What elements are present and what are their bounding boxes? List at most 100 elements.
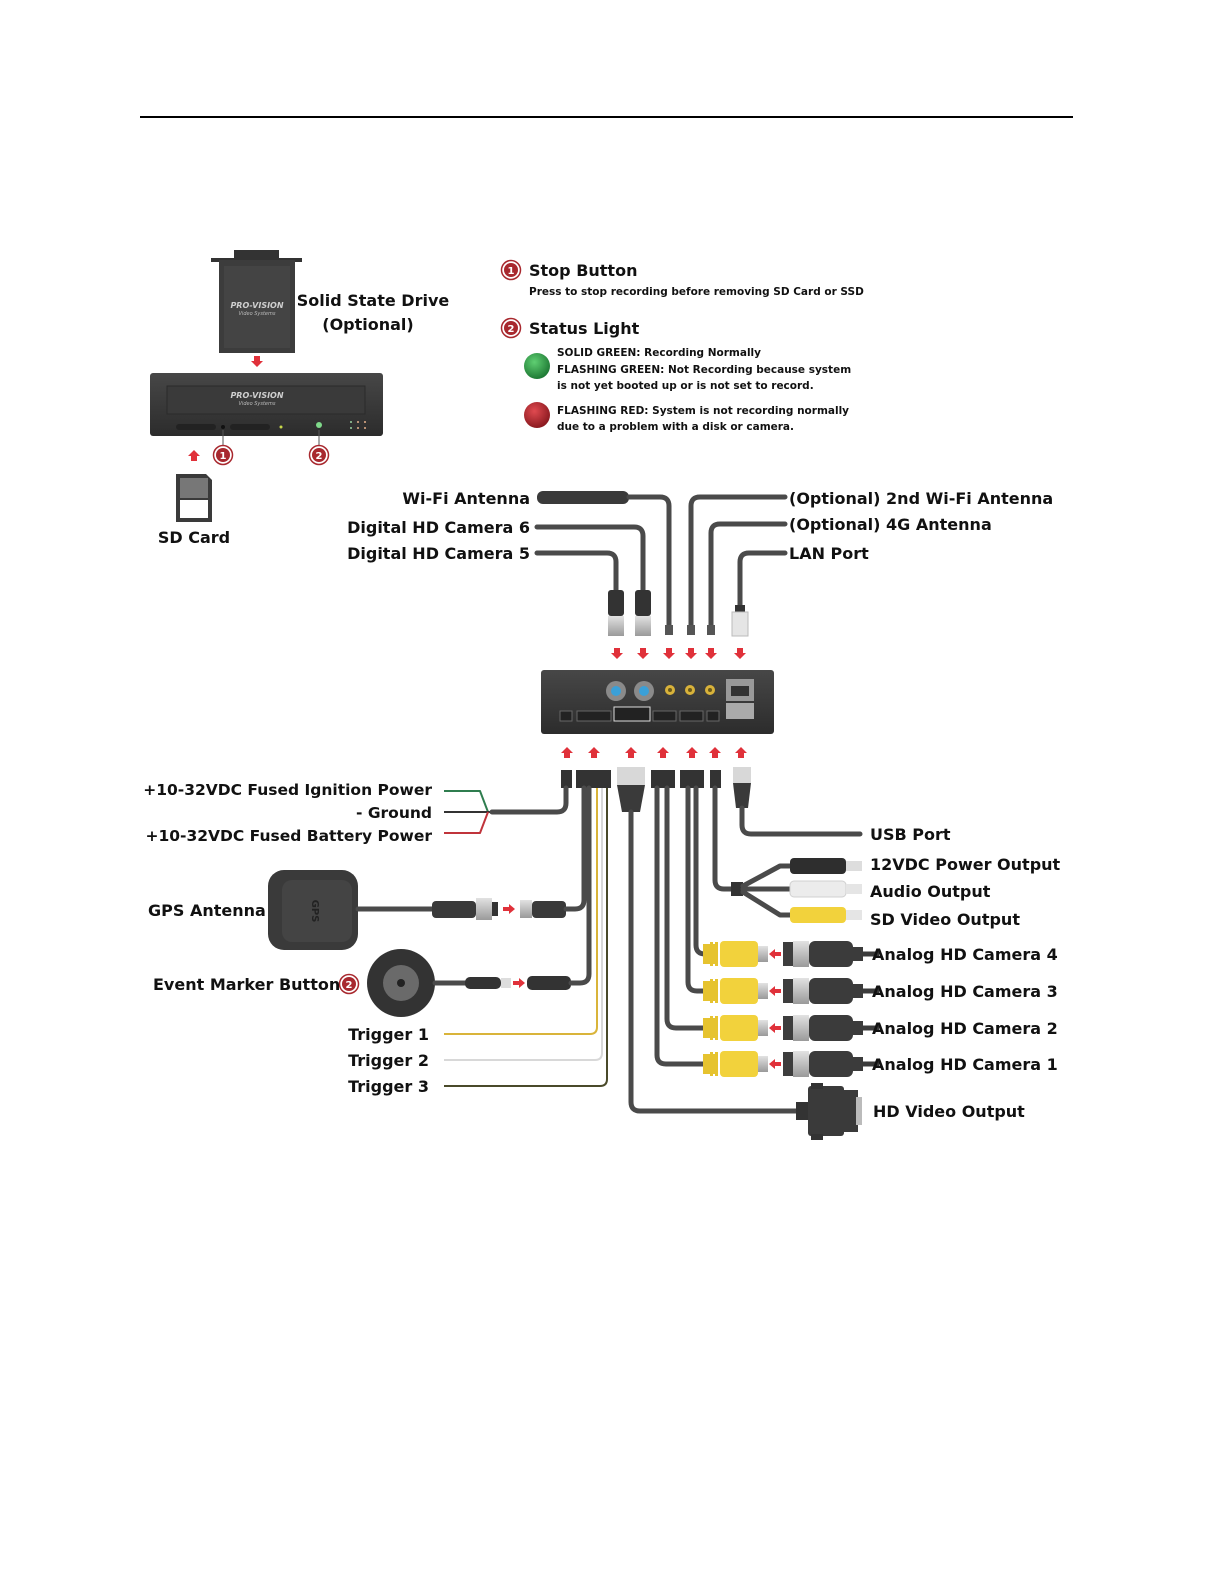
arrow-down-icon xyxy=(663,648,675,659)
analog-camera-1-label: Analog HD Camera 1 xyxy=(872,1055,1058,1074)
svg-text:1: 1 xyxy=(508,266,515,277)
solid-green-text: SOLID GREEN: Recording Normally xyxy=(557,347,761,359)
arrow-up-icon xyxy=(686,747,698,758)
wifi-antenna-icon xyxy=(537,491,629,504)
ssd-insert-arrow-icon xyxy=(251,356,263,367)
gps-connector-icon xyxy=(432,898,566,920)
analog-camera-cables xyxy=(654,785,713,1067)
sd-card-label: SD Card xyxy=(158,528,230,547)
svg-text:GPS: GPS xyxy=(309,900,320,923)
callout-1-icon: 1 xyxy=(212,444,234,466)
sd-card-icon xyxy=(176,474,212,522)
flashing-red-text-2: due to a problem with a disk or camera. xyxy=(557,421,794,433)
gps-antenna-label: GPS Antenna xyxy=(148,901,266,920)
camera-5-connector-icon xyxy=(608,590,624,636)
arrow-down-icon xyxy=(734,648,746,659)
flashing-green-text-2: is not yet booted up or is not set to re… xyxy=(557,380,814,392)
sd-video-output-plug-icon xyxy=(790,907,846,923)
ssd-optional-label: (Optional) xyxy=(322,315,413,334)
stop-button-title: Stop Button xyxy=(529,261,637,280)
arrow-down-icon xyxy=(611,648,623,659)
callout-1-legend-icon: 1 xyxy=(500,259,522,281)
digital-camera-5-label: Digital HD Camera 5 xyxy=(347,544,530,563)
header-rule xyxy=(140,116,1073,118)
usb-port-label: USB Port xyxy=(870,825,951,844)
event-marker-button-icon[interactable] xyxy=(367,949,435,1017)
flashing-green-text: FLASHING GREEN: Not Recording because sy… xyxy=(557,364,851,376)
svg-text:2: 2 xyxy=(508,324,515,335)
av-splitter-icon xyxy=(731,858,862,923)
wifi2-connector-icon xyxy=(687,625,695,635)
event-marker-label: Event Marker Button xyxy=(153,975,340,994)
power-output-plug-icon xyxy=(790,858,846,874)
sd-insert-arrow-icon xyxy=(188,450,200,461)
analog-camera-1-connector-icon xyxy=(703,1051,879,1077)
flashing-red-text: FLASHING RED: System is not recording no… xyxy=(557,405,849,417)
status-light-title: Status Light xyxy=(529,319,640,338)
arrow-up-icon xyxy=(561,747,573,758)
wifi-connector-icon xyxy=(665,625,673,635)
dvr-rear-panel xyxy=(541,670,774,734)
svg-text:2: 2 xyxy=(346,980,353,991)
audio-output-label: Audio Output xyxy=(870,882,991,901)
trigger-3-label: Trigger 3 xyxy=(348,1077,429,1096)
power-wires xyxy=(444,785,569,834)
green-light-icon xyxy=(524,353,550,379)
arrow-down-icon xyxy=(705,648,717,659)
analog-camera-2-label: Analog HD Camera 2 xyxy=(872,1019,1058,1038)
dvr-front-panel: PRO-VISION Video Systems xyxy=(150,373,383,436)
callout-2-legend-icon: 2 xyxy=(500,317,522,339)
camera-6-connector-icon xyxy=(635,590,651,636)
arrow-up-icon xyxy=(657,747,669,758)
analog-camera-3-label: Analog HD Camera 3 xyxy=(872,982,1058,1001)
unit-brand-sub: Video Systems xyxy=(239,401,276,407)
svg-text:1: 1 xyxy=(220,451,227,462)
trigger-2-label: Trigger 2 xyxy=(348,1051,429,1070)
legend-status-light: 2 Status Light SOLID GREEN: Recording No… xyxy=(500,317,851,433)
lan-port-label: LAN Port xyxy=(789,544,869,563)
top-cables xyxy=(534,491,788,637)
legend-stop-button: 1 Stop Button Press to stop recording be… xyxy=(500,259,864,298)
hd-video-output-label: HD Video Output xyxy=(873,1102,1025,1121)
arrow-down-icon xyxy=(637,648,649,659)
event-marker-connector-icon xyxy=(465,976,571,990)
svg-text:2: 2 xyxy=(316,451,323,462)
unit-brand-text: PRO-VISION xyxy=(230,391,283,400)
4g-connector-icon xyxy=(707,625,715,635)
stop-button-hole[interactable] xyxy=(221,425,225,429)
sd-video-output-label: SD Video Output xyxy=(870,910,1020,929)
arrow-up-icon xyxy=(735,747,747,758)
trigger-1-label: Trigger 1 xyxy=(348,1025,429,1044)
4g-antenna-label: (Optional) 4G Antenna xyxy=(789,515,992,534)
ground-label: - Ground xyxy=(356,804,432,822)
ssd-label: Solid State Drive xyxy=(297,291,450,310)
analog-camera-2-connector-icon xyxy=(703,1015,879,1041)
stop-button-description: Press to stop recording before removing … xyxy=(529,286,864,298)
red-light-icon xyxy=(524,402,550,428)
solid-state-drive: PRO-VISION Video Systems xyxy=(211,250,302,353)
arrow-up-icon xyxy=(709,747,721,758)
trigger-wires xyxy=(444,788,608,1087)
second-wifi-antenna-label: (Optional) 2nd Wi-Fi Antenna xyxy=(789,489,1053,508)
gps-antenna-icon: GPS xyxy=(268,870,358,950)
ignition-power-label: +10-32VDC Fused Ignition Power xyxy=(143,781,432,799)
analog-camera-3-connector-icon xyxy=(703,978,879,1004)
bottom-plugs xyxy=(561,767,751,812)
callout-2-event-icon: 2 xyxy=(338,973,360,995)
bottom-insert-arrows xyxy=(561,747,747,758)
ssd-brand-text: PRO-VISION xyxy=(230,301,283,310)
arrow-up-icon xyxy=(625,747,637,758)
audio-output-plug-icon xyxy=(789,880,847,898)
arrow-up-icon xyxy=(588,747,600,758)
digital-camera-6-label: Digital HD Camera 6 xyxy=(347,518,530,537)
power-output-label: 12VDC Power Output xyxy=(870,855,1061,874)
top-insert-arrows xyxy=(611,648,746,659)
analog-camera-4-connector-icon xyxy=(703,941,879,967)
hd-video-connector-icon xyxy=(796,1083,862,1140)
battery-power-label: +10-32VDC Fused Battery Power xyxy=(145,827,432,845)
lan-connector-icon xyxy=(731,605,749,637)
ssd-brand-sub: Video Systems xyxy=(239,311,276,317)
wifi-antenna-label: Wi-Fi Antenna xyxy=(402,489,530,508)
analog-camera-4-label: Analog HD Camera 4 xyxy=(872,945,1058,964)
